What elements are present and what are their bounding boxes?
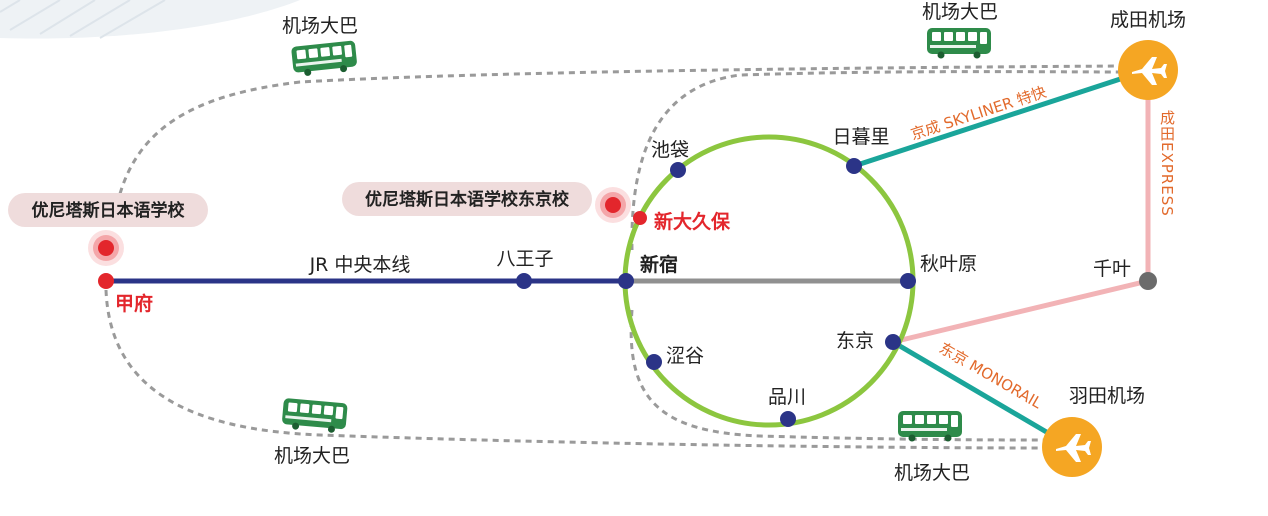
bus-label: 机场大巴 (894, 462, 970, 484)
school-markers (88, 187, 631, 266)
line-label-jr-chuo: JR 中央本线 (309, 254, 411, 276)
bus-route-shinjuku-haneda (629, 309, 1046, 442)
station-dot-ikebukuro (670, 162, 686, 178)
bus-label: 机场大巴 (922, 1, 998, 23)
bus-icon (927, 28, 991, 59)
station-label-chiba: 千叶 (1093, 258, 1131, 280)
svg-text:优尼塔斯日本语学校: 优尼塔斯日本语学校 (32, 200, 186, 221)
bus-label: 机场大巴 (282, 15, 358, 37)
station-dot-hachioji (516, 273, 532, 289)
svg-text:优尼塔斯日本语学校东京校: 优尼塔斯日本语学校东京校 (365, 189, 570, 210)
station-dot-shinjuku (618, 273, 634, 289)
line-label-narita-express: 成田EXPRESS (1158, 110, 1176, 217)
location-pin-icon (595, 187, 631, 223)
bus-icon (281, 398, 348, 434)
bus-routes (104, 64, 1123, 450)
bus-icon (291, 40, 358, 78)
bus-route-shinjuku-narita (630, 70, 1123, 251)
sobu-line (892, 278, 1149, 345)
station-label-shinagawa: 品川 (768, 386, 806, 408)
station-label-hachioji: 八王子 (496, 248, 553, 270)
station-dot-kofu (98, 273, 114, 289)
station-dot-shibuya (646, 354, 662, 370)
airport-haneda (1042, 417, 1102, 477)
station-label-nippori: 日暮里 (832, 126, 889, 148)
location-pin-icon (88, 230, 124, 266)
header-decoration (0, 0, 300, 39)
station-label-tokyo: 东京 (836, 330, 874, 352)
bus-label: 机场大巴 (274, 445, 350, 467)
bus-icon (898, 411, 962, 442)
station-dot-shin-okubo (633, 211, 647, 225)
station-dot-chiba (1139, 272, 1157, 290)
station-dot-shinagawa (780, 411, 796, 427)
station-label-shin-okubo: 新大久保 (654, 210, 731, 233)
station-dot-tokyo (885, 334, 901, 350)
station-label-kofu: 甲府 (115, 292, 153, 315)
bus-route-kofu-narita (113, 64, 1123, 216)
station-label-shinjuku: 新宿 (640, 253, 678, 276)
station-dot-nippori (846, 158, 862, 174)
line-label-skyliner: 京成 SKYLINER 特快 (908, 83, 1048, 144)
bus-route-kofu-haneda (104, 289, 1046, 450)
station-label-ikebukuro: 池袋 (651, 139, 689, 161)
airport-label-narita: 成田机场 (1110, 9, 1186, 31)
station-label-akihabara: 秋叶原 (920, 253, 977, 275)
skyliner-line (853, 67, 1149, 169)
stations (98, 158, 1157, 427)
school-label-tokyo: 优尼塔斯日本语学校东京校 (342, 182, 592, 216)
station-label-shibuya: 涩谷 (666, 345, 704, 367)
station-dot-akihabara (900, 273, 916, 289)
monorail-line (891, 339, 1074, 450)
airport-label-haneda: 羽田机场 (1069, 385, 1145, 407)
airport-narita (1118, 40, 1178, 100)
rail-lines (106, 67, 1151, 450)
school-label-kofu: 优尼塔斯日本语学校 (8, 193, 208, 227)
